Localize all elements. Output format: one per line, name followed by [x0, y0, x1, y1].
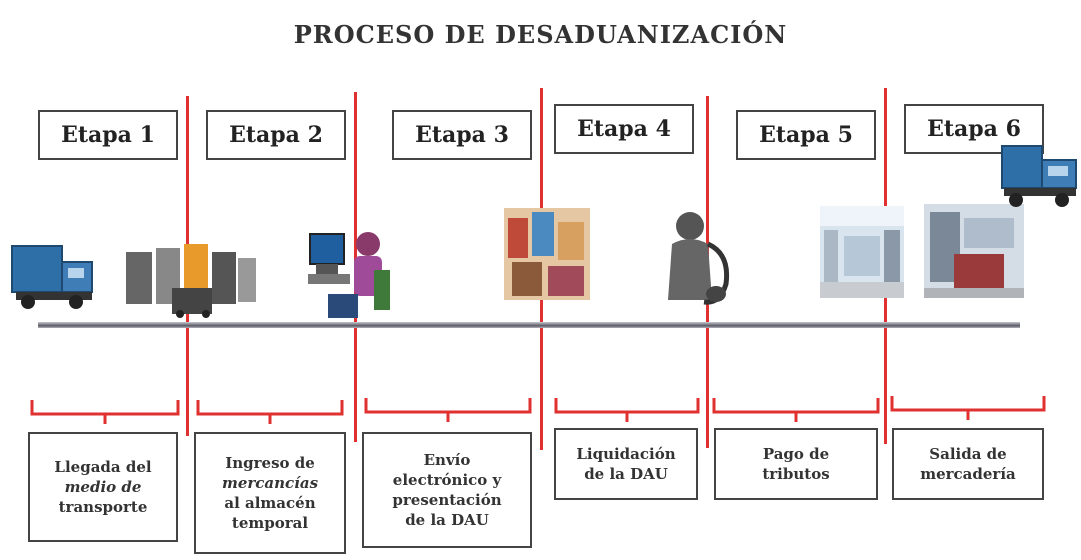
exit-photo-icon — [924, 204, 1024, 298]
stage-desc-5-line-1: Pago de — [762, 444, 830, 463]
stage-desc-3-line-2: electrónico y — [392, 470, 502, 489]
stage-desc-1-line-3: transporte — [58, 498, 148, 517]
stage-label-6: Etapa 6 — [904, 104, 1044, 154]
bracket-4 — [554, 398, 700, 422]
stage-desc-5-line-2: tributos — [762, 465, 830, 483]
stage-desc-2-line-2: mercancías — [221, 473, 319, 492]
stage-desc-6-line-1: Salida de — [929, 444, 1007, 463]
timeline-bar — [38, 322, 1020, 328]
stage-label-4: Etapa 4 — [554, 104, 694, 154]
stage-desc-2-line-1: Ingreso de — [225, 453, 315, 472]
stage-desc-2-line-3: al almacén — [224, 494, 316, 512]
stage-desc-6: Salida de mercadería — [892, 428, 1044, 500]
stage-desc-1: Llegada del medio de transporte — [28, 432, 178, 542]
stage-desc-3-line-3: presentación — [392, 491, 502, 509]
bracket-5 — [712, 398, 880, 422]
bank-photo-icon — [820, 206, 904, 298]
bracket-1 — [30, 400, 180, 424]
stage-desc-4-line-2: de la DAU — [584, 465, 668, 483]
stage-desc-1-line-1: Llegada del — [54, 457, 152, 476]
stage-desc-2: Ingreso de mercancías al almacén tempora… — [194, 432, 346, 554]
stage-desc-2-line-4: temporal — [231, 514, 309, 533]
stage-desc-6-line-2: mercadería — [920, 465, 1016, 483]
forklift-icon — [126, 244, 256, 318]
stage-desc-4-line-1: Liquidación — [576, 444, 676, 463]
stage-label-3: Etapa 3 — [392, 110, 532, 160]
stage-desc-5: Pago de tributos — [714, 428, 878, 500]
diagram-title: PROCESO DE DESADUANIZACIÓN — [293, 20, 788, 49]
stage-desc-3: Envío electrónico y presentación de la D… — [362, 432, 532, 548]
people-photo-icon — [504, 208, 590, 300]
stage-label-1: Etapa 1 — [38, 110, 178, 160]
bracket-3 — [364, 398, 532, 422]
stage-label-2: Etapa 2 — [206, 110, 346, 160]
stage-desc-3-line-1: Envío — [423, 450, 471, 469]
truck-icon — [11, 245, 93, 309]
stage-desc-1-line-2: medio de — [64, 477, 142, 496]
stage-desc-4: Liquidación de la DAU — [554, 428, 698, 500]
computer-operator-icon — [308, 232, 390, 318]
exit-truck-icon — [1001, 145, 1077, 207]
bracket-6 — [890, 396, 1046, 420]
official-with-stamp-icon — [668, 212, 730, 305]
bracket-2 — [196, 400, 344, 424]
stage-desc-3-line-4: de la DAU — [405, 511, 489, 530]
stage-label-5: Etapa 5 — [736, 110, 876, 160]
